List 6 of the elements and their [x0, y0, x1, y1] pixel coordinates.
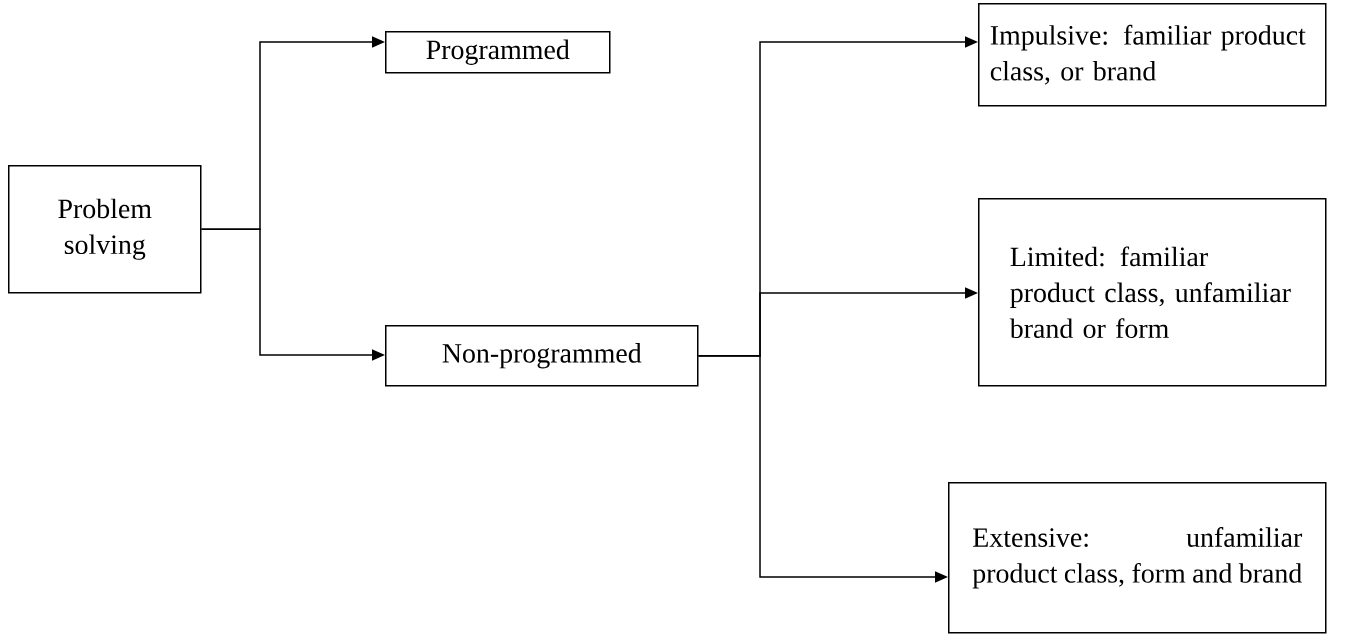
- process-box: Limited: familiar product class, unfamiliar brand or form: [978, 198, 1327, 387]
- process-box: Impulsive: familiar product class, or brand: [978, 3, 1327, 107]
- process-box: Problem solving: [8, 165, 202, 294]
- process-box: Extensive: unfamiliar product class, form and brand: [948, 482, 1327, 634]
- process-box: Non-programmed: [385, 325, 699, 387]
- process-box: Programmed: [385, 31, 611, 74]
